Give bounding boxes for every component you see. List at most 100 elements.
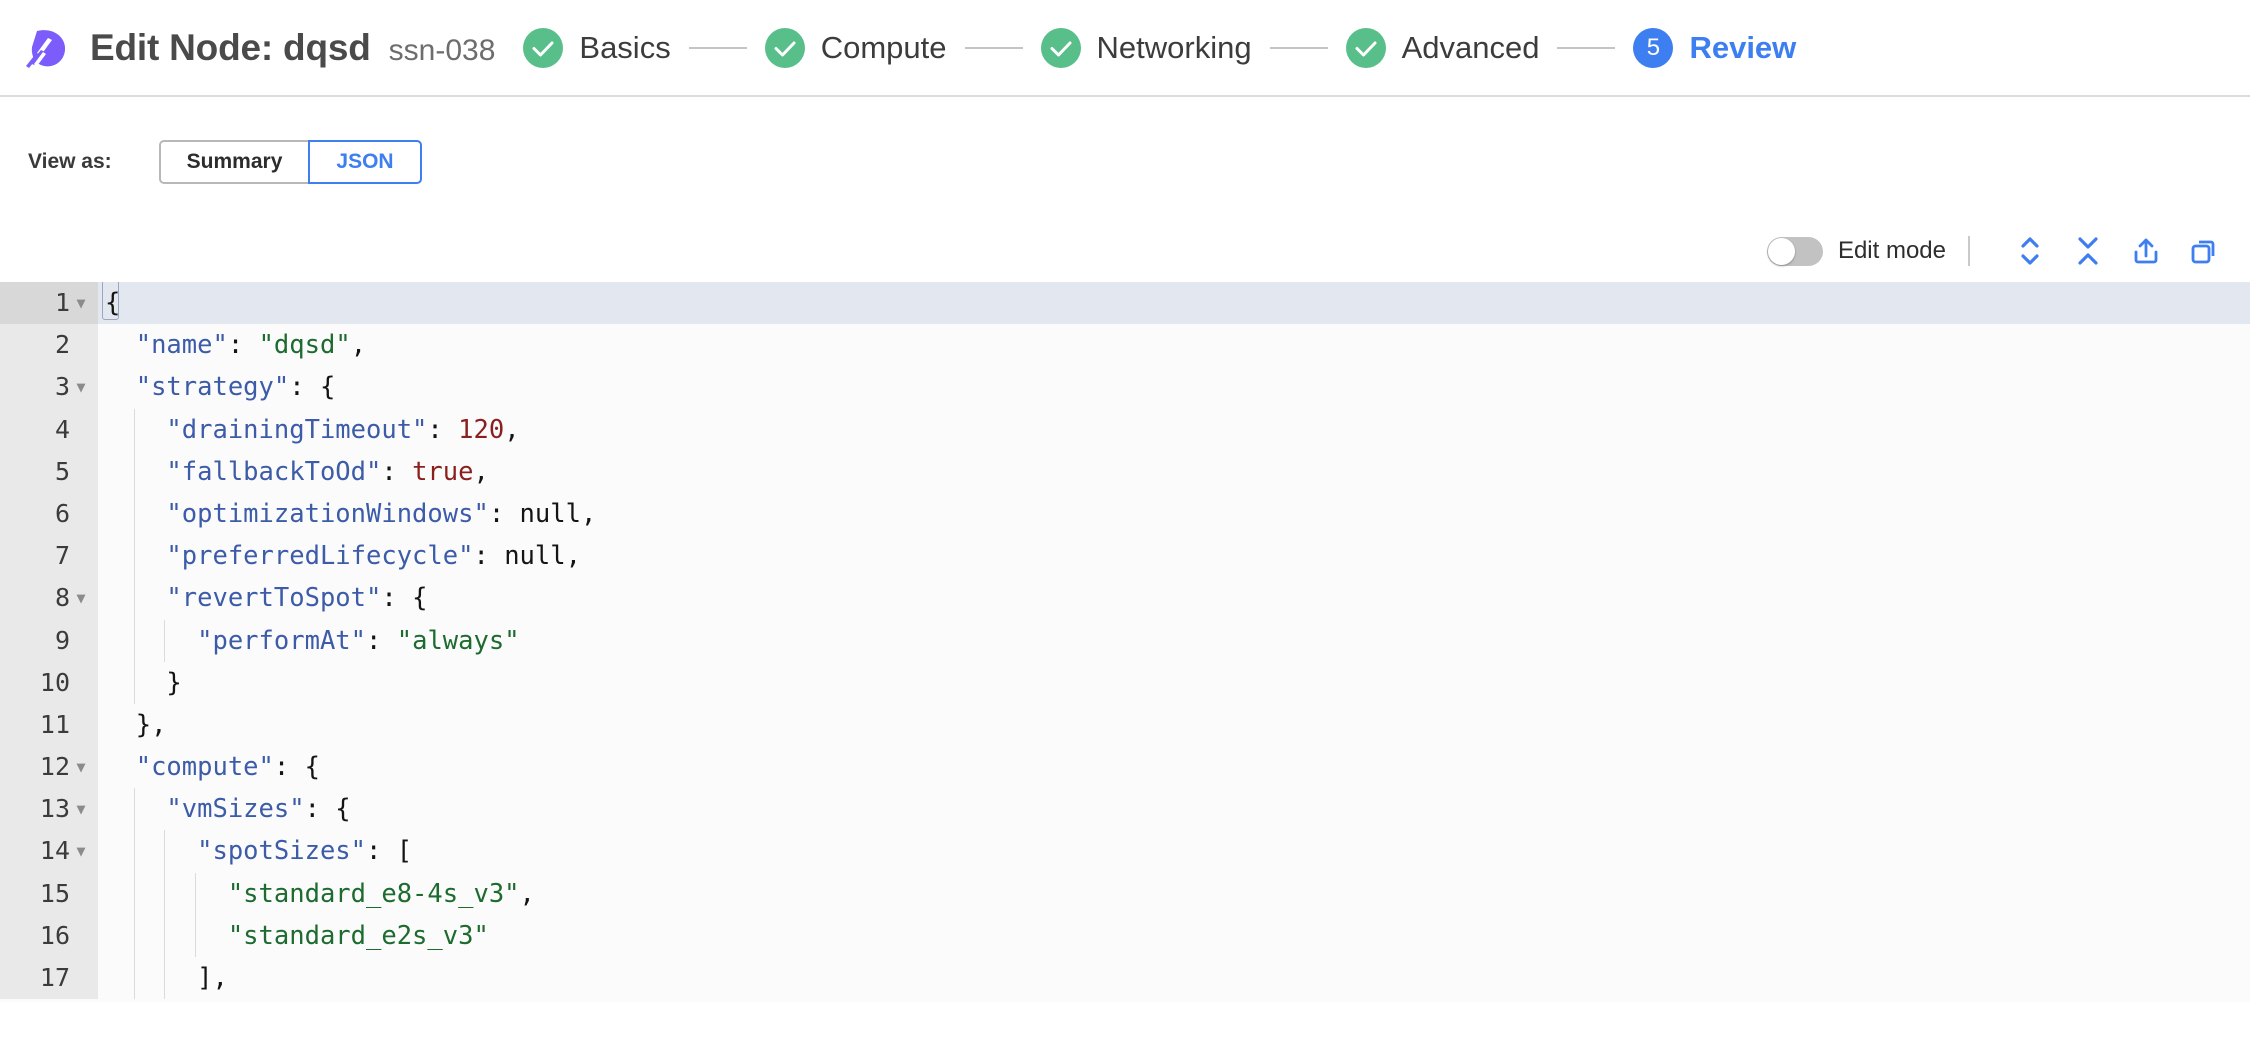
line-number-gutter: 15▼ <box>0 872 98 915</box>
check-icon <box>523 27 564 68</box>
line-number: 2 <box>54 330 70 360</box>
indent-guide <box>195 914 197 957</box>
line-number-gutter: 5▼ <box>0 450 98 493</box>
code-line[interactable]: 6▼ "optimizationWindows": null, <box>0 492 2250 536</box>
json-token-punct: , <box>504 414 520 445</box>
check-icon <box>1040 27 1081 68</box>
fold-toggle-icon[interactable]: ▼ <box>76 757 86 776</box>
code-tokens: { <box>105 282 120 324</box>
json-token-punct: ], <box>197 963 228 993</box>
json-token-str: "always" <box>396 625 520 656</box>
line-number-gutter: 3▼ <box>0 366 98 409</box>
line-number-gutter: 13 ▼ <box>0 788 98 831</box>
view-as-json-button[interactable]: JSON <box>308 140 422 184</box>
line-number: 16 <box>39 920 70 950</box>
code-line[interactable]: 13 ▼ "vmSizes": { <box>0 788 2250 831</box>
json-token-key: "vmSizes" <box>166 794 305 825</box>
code-line[interactable]: 17▼ ], <box>0 957 2250 1000</box>
code-line-text: } <box>98 661 2250 704</box>
json-token-key: "revertToSpot" <box>166 583 382 614</box>
collapse-all-icon[interactable] <box>2068 231 2108 271</box>
code-line[interactable]: 15▼ "standard_e8-4s_v3", <box>0 872 2250 915</box>
view-as-summary-button[interactable]: Summary <box>158 140 309 184</box>
export-icon[interactable] <box>2126 231 2166 271</box>
view-as-label: View as: <box>28 150 112 173</box>
step-advanced[interactable]: Advanced <box>1345 27 1539 68</box>
json-token-punct: , <box>565 541 581 572</box>
code-line[interactable]: 12 ▼ "compute": { <box>0 746 2250 789</box>
code-line-text: "vmSizes": { <box>98 788 2250 831</box>
view-as-segmented-control[interactable]: Summary JSON <box>158 140 422 184</box>
step-compute[interactable]: Compute <box>764 27 947 68</box>
line-number: 14 <box>39 836 70 866</box>
json-token-key: "compute" <box>135 752 274 783</box>
json-token-str: "standard_e2s_v3" <box>227 920 489 951</box>
code-line[interactable]: 8 ▼ "revertToSpot": { <box>0 577 2250 620</box>
code-line[interactable]: 2▼ "name": "dqsd", <box>0 324 2250 367</box>
json-token-punct: : <box>488 498 520 529</box>
fold-toggle-icon[interactable]: ▼ <box>76 588 86 607</box>
copy-icon[interactable] <box>2184 231 2224 271</box>
indent-guide <box>164 872 166 915</box>
code-line[interactable]: 16▼ "standard_e2s_v3" <box>0 914 2250 957</box>
step-label: Basics <box>579 29 671 65</box>
line-number-gutter: 17▼ <box>0 957 98 1000</box>
line-number: 7 <box>54 541 70 571</box>
step-connector-line <box>1557 46 1616 49</box>
step-basics[interactable]: Basics <box>523 27 671 68</box>
edit-mode-label: Edit mode <box>1837 237 1946 264</box>
code-line[interactable]: 3▼ "strategy": { <box>0 366 2250 409</box>
line-number: 13 <box>39 794 70 824</box>
json-token-key: "strategy" <box>135 372 290 403</box>
code-line-text: "preferredLifecycle": null, <box>98 535 2250 578</box>
code-line[interactable]: 9▼ "performAt": "always" <box>0 619 2250 662</box>
fold-toggle-icon[interactable]: ▼ <box>76 842 86 861</box>
step-number-badge: 5 <box>1633 27 1674 68</box>
fold-toggle-icon[interactable]: ▼ <box>76 293 86 312</box>
edit-mode-toggle-knob <box>1767 237 1795 265</box>
code-line[interactable]: 10▼ } <box>0 661 2250 704</box>
code-line[interactable]: 5▼ "fallbackToOd": true, <box>0 450 2250 493</box>
json-token-punct: : { <box>273 752 320 783</box>
indent-guide <box>133 535 135 578</box>
indent-guide <box>133 830 135 873</box>
line-number: 1 <box>54 288 70 317</box>
fold-toggle-icon[interactable]: ▼ <box>76 377 86 396</box>
step-networking[interactable]: Networking <box>1040 27 1252 68</box>
code-line[interactable]: 4▼ "drainingTimeout": 120, <box>0 408 2250 451</box>
code-tokens: "strategy": { <box>105 366 336 408</box>
line-number: 3 <box>54 372 70 402</box>
step-connector-line <box>688 46 747 49</box>
code-tokens: "revertToSpot": { <box>105 577 427 619</box>
code-line-text: "drainingTimeout": 120, <box>98 408 2250 451</box>
code-line-text: "compute": { <box>98 746 2250 788</box>
indent-guide <box>133 914 135 957</box>
edit-mode-toggle[interactable] <box>1766 236 1823 266</box>
code-tokens: "spotSizes": [ <box>105 830 412 872</box>
indent-guide <box>133 661 135 704</box>
line-number: 12 <box>39 752 70 782</box>
indent-guide <box>164 830 166 873</box>
line-number: 8 <box>54 583 70 613</box>
fold-toggle-icon[interactable]: ▼ <box>76 799 86 818</box>
code-line[interactable]: 1 ▼ { <box>0 282 2250 325</box>
line-number: 4 <box>54 414 70 444</box>
indent-guide <box>164 619 166 662</box>
json-token-punct: , <box>350 330 367 361</box>
line-number-gutter: 2▼ <box>0 324 98 367</box>
code-line[interactable]: 7▼ "preferredLifecycle": null, <box>0 535 2250 578</box>
json-code-editor[interactable]: 1▼{2▼ "name": "dqsd",3▼ "strategy": {4▼ … <box>0 282 2250 1002</box>
code-tokens: "optimizationWindows": null, <box>105 493 596 535</box>
json-token-num: 120 <box>458 414 505 445</box>
json-token-punct: : <box>227 330 259 361</box>
json-token-punct: : <box>366 625 397 656</box>
code-line[interactable]: 14 ▼ "spotSizes": [ <box>0 830 2250 873</box>
expand-all-icon[interactable] <box>2010 231 2050 271</box>
check-icon <box>1345 27 1386 68</box>
code-line[interactable]: 11▼ }, <box>0 703 2250 747</box>
json-token-punct: : <box>427 414 459 445</box>
json-token-punct: : <box>473 541 505 572</box>
